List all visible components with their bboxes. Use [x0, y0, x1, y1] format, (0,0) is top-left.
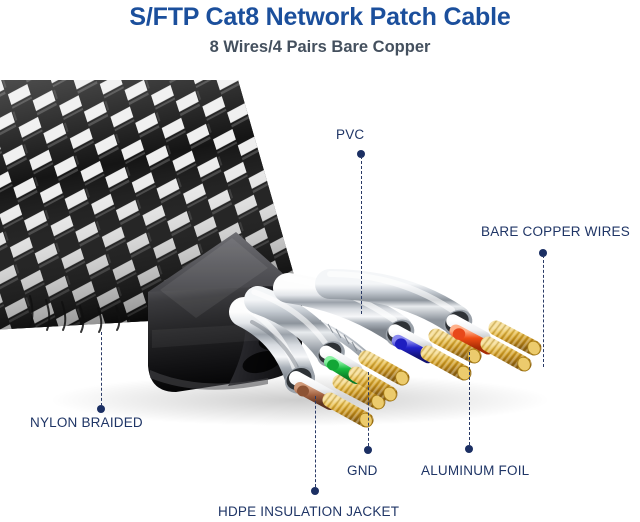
callout-label-bare-copper-wires: BARE COPPER WIRES: [481, 224, 630, 239]
callout-dot-pvc: [357, 150, 365, 158]
callout-leader-pvc: [361, 156, 362, 314]
twisted-pair-brown: [229, 297, 386, 428]
callout-label-pvc: PVC: [336, 127, 365, 142]
callout-label-gnd: GND: [347, 463, 378, 478]
page-subtitle: 8 Wires/4 Pairs Bare Copper: [209, 38, 431, 56]
callout-leader-aluminum-foil: [469, 352, 470, 445]
twisted-pair-orange: [315, 269, 542, 372]
callout-leader-gnd: [368, 372, 369, 446]
callout-leader-hdpe-insulation-jacket: [315, 396, 316, 487]
callout-dot-hdpe-insulation-jacket: [311, 487, 319, 495]
callout-label-nylon-braided: NYLON BRAIDED: [30, 415, 143, 430]
callout-leader-nylon-braided: [101, 332, 102, 406]
twisted-pair-blue: [273, 273, 482, 381]
callout-leader-bare-copper-wires: [543, 255, 544, 367]
callout-label-aluminum-foil: ALUMINUM FOIL: [421, 463, 530, 478]
callout-dot-gnd: [364, 446, 372, 454]
callout-dot-aluminum-foil: [465, 445, 473, 453]
callout-label-hdpe-insulation-jacket: HDPE INSULATION JACKET: [218, 504, 400, 519]
twisted-pair-green: [244, 286, 410, 402]
callout-dot-bare-copper-wires: [539, 249, 547, 257]
callout-dot-nylon-braided: [97, 405, 105, 413]
page-title: S/FTP Cat8 Network Patch Cable: [129, 3, 511, 31]
